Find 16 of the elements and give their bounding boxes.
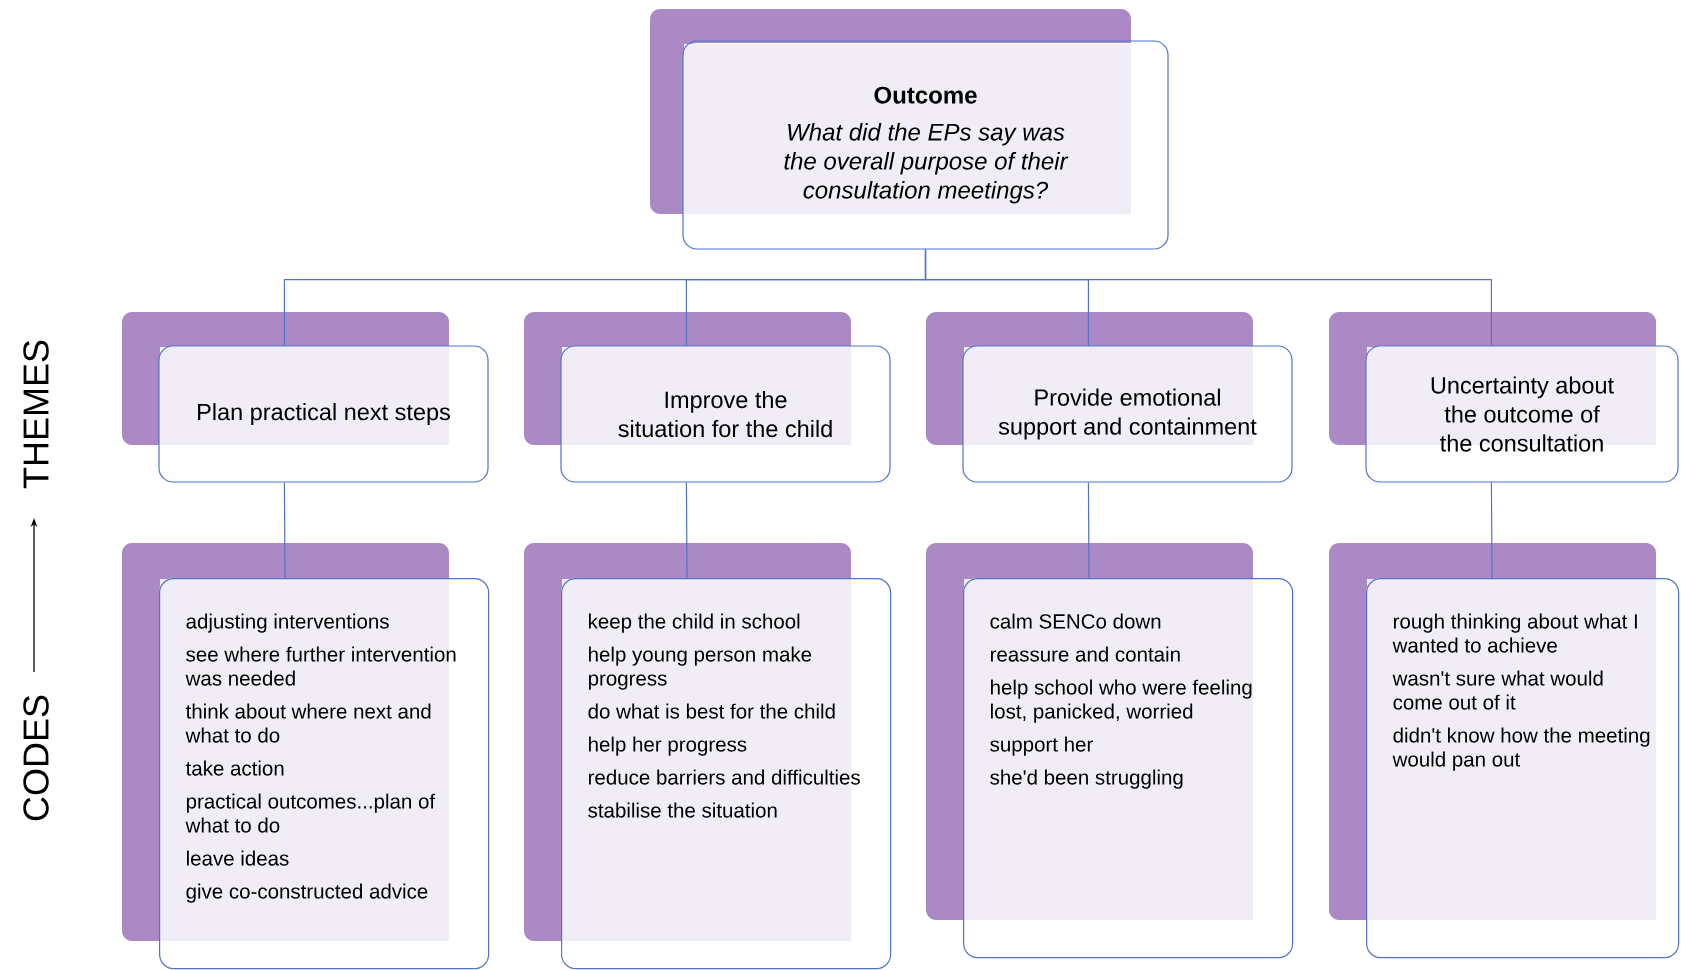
connector-line: [283, 482, 286, 579]
code-box: keep the child in school help young person make progress do what is best for the child help her progress reduce barriers and difficulties stabilise the situation: [524, 543, 892, 970]
connector-line: [685, 482, 688, 579]
code-box: rough thinking about what I wanted to achieve wasn't sure what would come out of it didn't know how the meeting would pan out: [1329, 543, 1680, 959]
theme-box: Provide emotional support and containment: [926, 312, 1293, 483]
code-box: adjusting interventions see where further intervention was needed think about where next and what to do take action practical outcomes...plan of what to do leave ideas give co-constructed advice: [122, 543, 490, 970]
connector-line: [1490, 482, 1493, 579]
axis-label: THEMES: [23, 340, 49, 489]
theme-box: Improve the situation for the child: [524, 312, 891, 483]
theme-box: Plan practical next steps: [122, 312, 489, 483]
code-box: calm SENCo down reassure and contain help school who were feeling lost, panicked, worried support her she'd been struggling: [926, 543, 1294, 959]
theme-box: Uncertainty about the outcome of the consultation: [1329, 312, 1679, 483]
connector-line: [1087, 482, 1090, 579]
axis-label: CODES: [23, 695, 49, 821]
question-box: Outcome What did the EPs say was the overall purpose of their consultation meetings?: [650, 9, 1169, 251]
connector-line: [924, 249, 1492, 346]
